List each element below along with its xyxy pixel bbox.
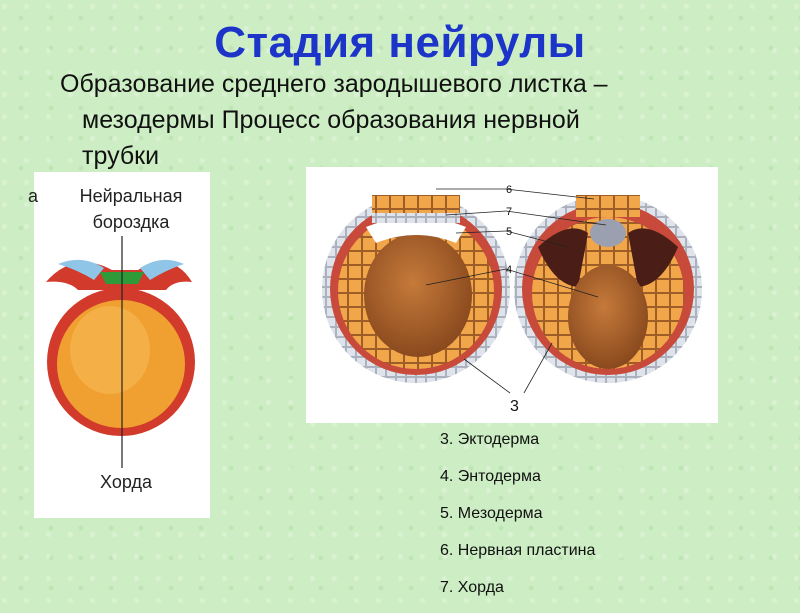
legend-item-endoderm: 4. Энтодерма	[440, 468, 541, 485]
slide-subtitle: Образование среднего зародышевого листка…	[60, 66, 760, 174]
legend-item-neural-plate: 6. Нервная пластина	[440, 542, 596, 559]
diagram-number-4: 4	[506, 264, 512, 276]
legend-item-mesoderm: 5. Мезодерма	[440, 505, 543, 522]
mesoderm-formation-diagram: 6 7 5 4 3	[306, 167, 718, 423]
diagram-number-7: 7	[506, 206, 512, 218]
slide-title: Стадия нейрулы	[214, 18, 586, 67]
diagram-number-6: 6	[506, 184, 512, 196]
legend-item-chorda: 7. Хорда	[440, 579, 504, 596]
diagram-number-3: 3	[510, 398, 519, 415]
subtitle-line-2: мезодермы Процесс образования нервной	[82, 106, 580, 134]
subtitle-line-3: трубки	[82, 142, 160, 170]
neural-groove-label-2: бороздка	[92, 212, 170, 232]
legend-item-ectoderm: 3. Эктодерма	[440, 431, 540, 448]
chorda-label: Хорда	[100, 472, 152, 492]
subtitle-line-1: Образование среднего зародышевого листка…	[60, 70, 608, 98]
diagram-legend: 3. Эктодерма 4. Энтодерма 5. Мезодерма 6…	[440, 428, 680, 613]
cut-label: а	[28, 186, 39, 206]
neural-groove-label-1: Нейральная	[79, 186, 183, 206]
neurula-cross-section-diagram: а Нейральная бороздка Хорда	[28, 172, 210, 518]
two-stage-embryo-illustration: 6 7 5 4 3	[322, 184, 702, 415]
embryo-illustration	[46, 236, 195, 468]
diagram-number-5: 5	[506, 226, 512, 238]
